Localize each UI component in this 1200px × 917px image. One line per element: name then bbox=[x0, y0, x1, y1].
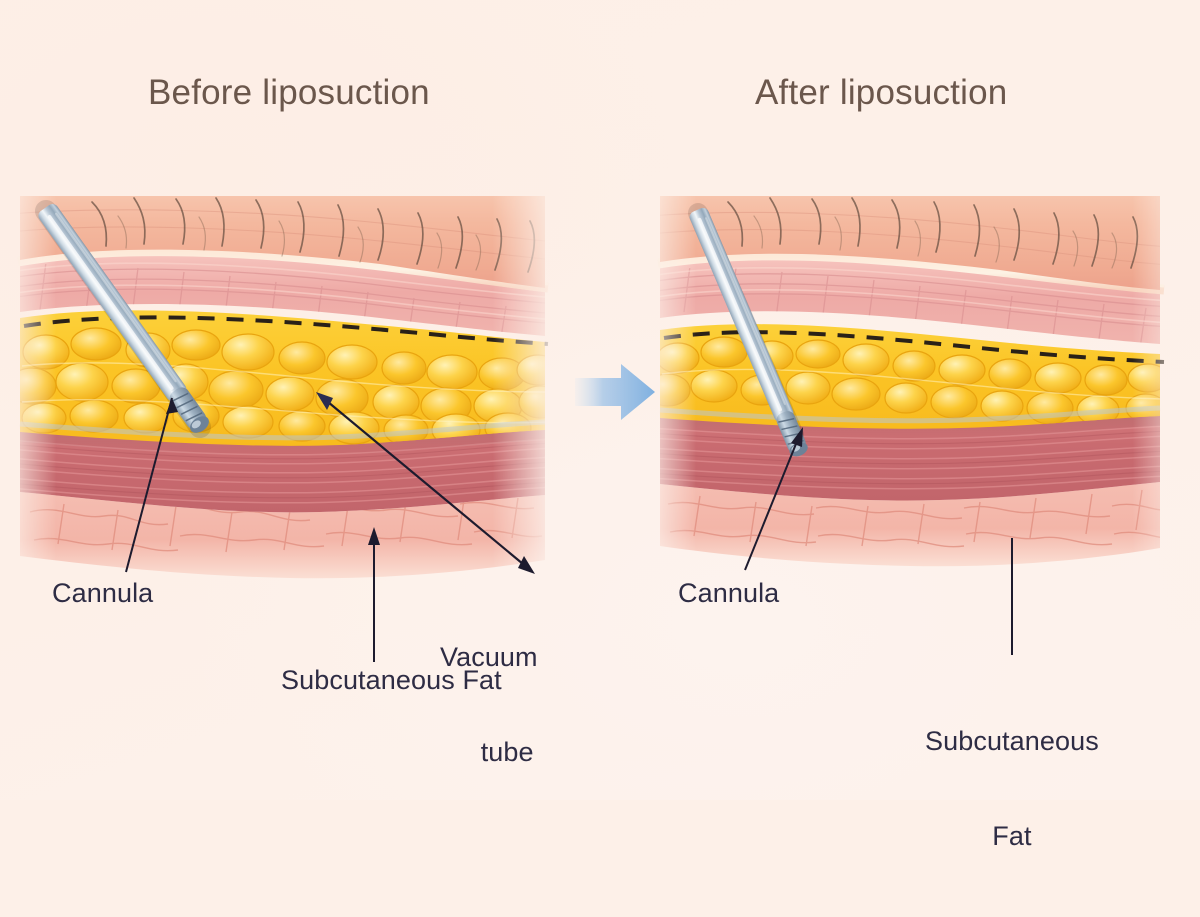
cannula-left bbox=[35, 200, 211, 438]
illustration-canvas: Before liposuction After liposuction Can… bbox=[0, 0, 1200, 851]
label-vacuum-tube-line1: Vacuum bbox=[440, 641, 538, 672]
leader-cannula-left bbox=[125, 397, 173, 573]
panel-after-artwork bbox=[657, 196, 1165, 567]
leader-cannula-right bbox=[744, 433, 801, 571]
label-vacuum-tube: Vacuum tube bbox=[440, 578, 538, 833]
leader-lines bbox=[125, 392, 1013, 662]
label-subcutaneous-fat-right: Subcutaneous Fat bbox=[925, 662, 1099, 917]
deep-tissue-layer-right bbox=[660, 482, 1160, 567]
cannula-tip-left bbox=[169, 387, 209, 433]
panel-title-after: After liposuction bbox=[755, 73, 1008, 112]
liposuction-diagram bbox=[17, 196, 1165, 662]
epidermis-layer-left bbox=[20, 196, 545, 288]
label-subcutaneous-fat-right-line1: Subcutaneous bbox=[925, 725, 1099, 756]
basement-membrane-right bbox=[657, 251, 1165, 295]
hair-follicles-right bbox=[727, 197, 1139, 269]
label-cannula-left: Cannula bbox=[52, 578, 154, 608]
cannula-right bbox=[688, 203, 808, 457]
label-subcutaneous-fat-left: Subcutaneous Fat bbox=[281, 665, 502, 695]
panel-title-before: Before liposuction bbox=[148, 73, 430, 112]
fat-layer-left bbox=[19, 310, 546, 446]
label-subcutaneous-fat-right-line2: Fat bbox=[992, 821, 1032, 852]
basement-membrane-left bbox=[17, 247, 549, 293]
dashed-plane-line-right bbox=[663, 330, 1165, 364]
leader-vacuum-tube bbox=[321, 396, 530, 570]
deep-tissue-layer-left bbox=[20, 492, 545, 579]
hair-follicles-left bbox=[91, 197, 536, 273]
label-vacuum-tube-line2: tube bbox=[480, 737, 534, 768]
muscle-layer-left bbox=[20, 428, 545, 513]
transition-arrow bbox=[575, 364, 655, 420]
epidermis-layer-right bbox=[660, 196, 1160, 290]
panel-before-artwork bbox=[17, 196, 549, 579]
label-cannula-right: Cannula bbox=[678, 578, 780, 608]
